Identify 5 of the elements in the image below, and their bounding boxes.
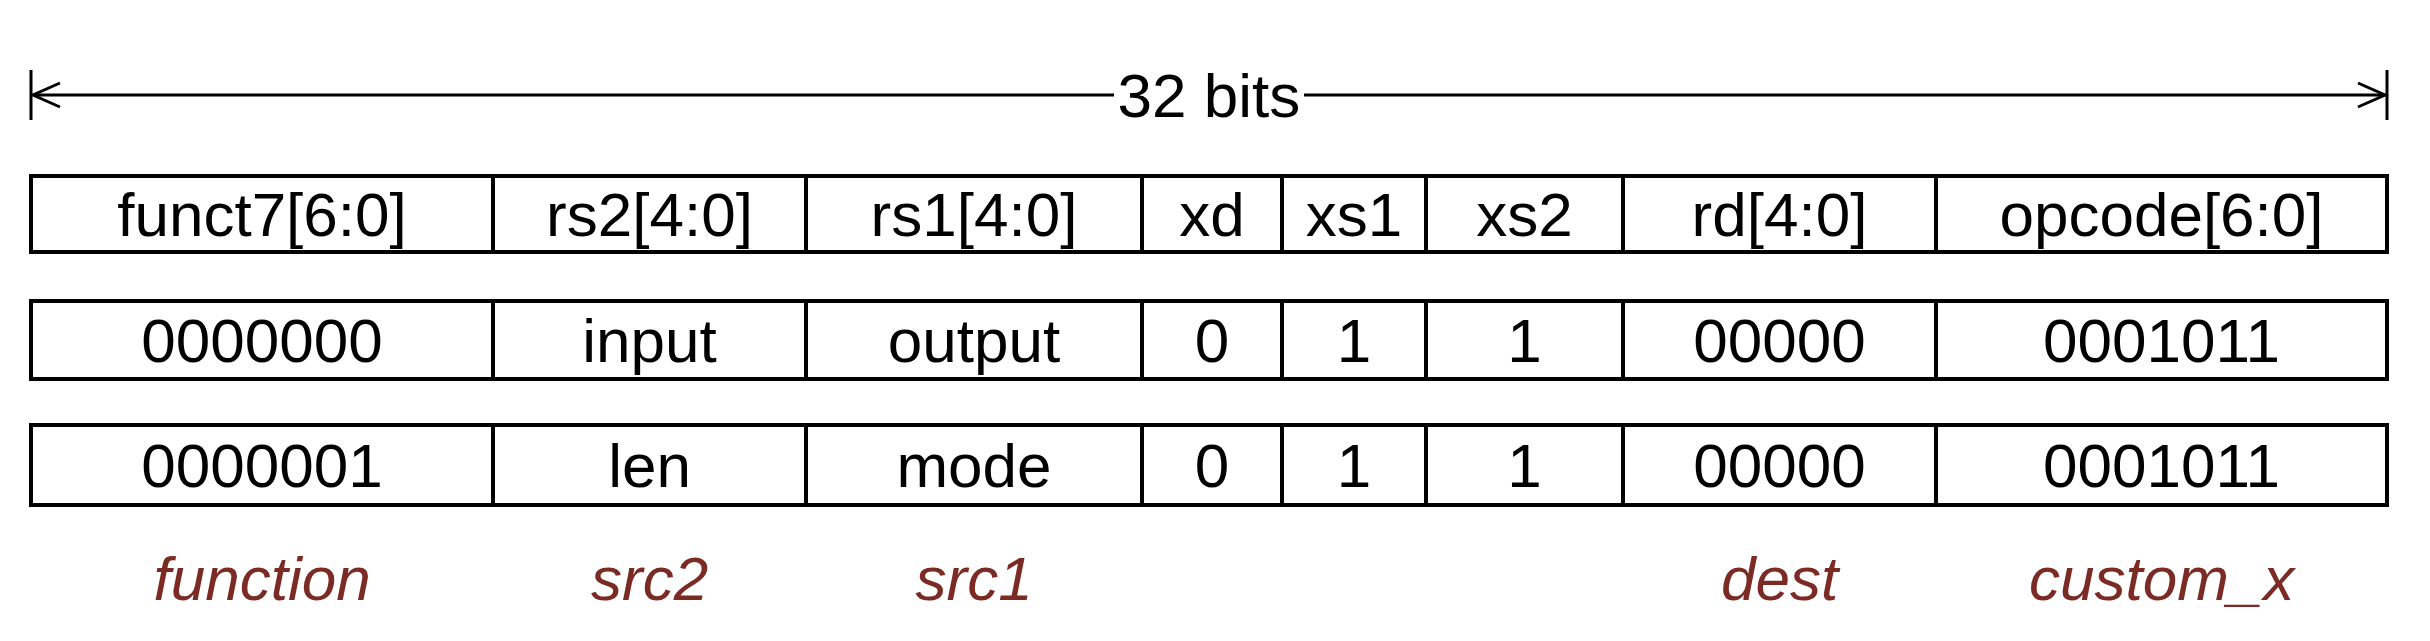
field-role-label: dest (1721, 543, 1839, 614)
field-role-label: src2 (591, 543, 709, 614)
field-role-label: src1 (915, 543, 1033, 614)
field-role-label: custom_x (2029, 543, 2295, 614)
field-role-label: function (153, 543, 371, 614)
